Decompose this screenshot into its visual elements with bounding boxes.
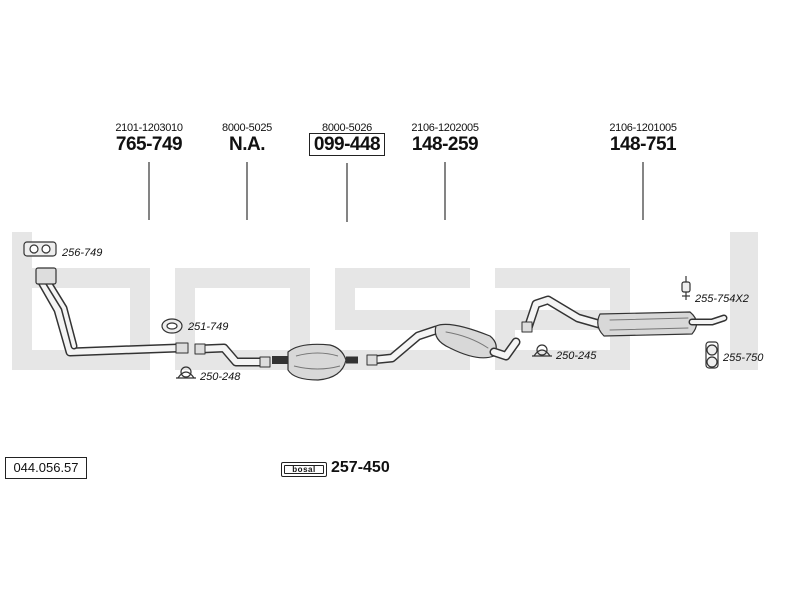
part-number: N.A. (229, 134, 266, 155)
kit-number[interactable]: 257-450 (331, 459, 390, 476)
accessory-label[interactable]: 251-749 (188, 321, 229, 333)
accessory-label[interactable]: 255-750 (723, 352, 764, 364)
mounting-rubber-icon (705, 341, 719, 369)
part-number[interactable]: 099-448 (308, 133, 386, 156)
clamp-icon (176, 366, 196, 379)
seal-ring-icon (161, 318, 183, 334)
catalytic-converter-drawing (272, 343, 358, 381)
oem-number: 2106-1202005 (411, 122, 479, 134)
accessory-label[interactable]: 255-754X2 (695, 293, 749, 305)
column-2: 8000-5025 N.A. (197, 122, 297, 156)
accessory-label[interactable]: 250-245 (556, 350, 597, 362)
leader-lines (148, 162, 644, 222)
rear-silencer-drawing (521, 295, 728, 337)
front-pipe-drawing (35, 267, 189, 357)
accessory-label[interactable]: 256-749 (62, 247, 103, 259)
column-1: 2101-1203010 765-749 (99, 122, 199, 156)
rubber-hanger-icon (681, 276, 691, 300)
bosal-logo: bosal (281, 462, 327, 477)
part-number[interactable]: 148-751 (609, 134, 677, 155)
column-3: 8000-5026 099-448 (297, 122, 397, 156)
oem-number: 2101-1203010 (115, 122, 183, 134)
oem-number: 2106-1201005 (609, 122, 677, 134)
column-4: 2106-1202005 148-259 (395, 122, 495, 156)
middle-silencer-drawing (366, 323, 521, 366)
oem-number: 8000-5025 (222, 122, 272, 134)
intermediate-pipe-drawing (194, 343, 271, 368)
reference-number-box: 044.056.57 (5, 457, 87, 479)
oem-number: 8000-5026 (322, 122, 372, 134)
accessory-label[interactable]: 250-248 (200, 371, 241, 383)
clamp-icon (532, 344, 552, 357)
column-5: 2106-1201005 148-751 (593, 122, 693, 156)
part-number[interactable]: 148-259 (411, 134, 479, 155)
part-number[interactable]: 765-749 (115, 134, 183, 155)
gasket-icon (23, 241, 57, 257)
